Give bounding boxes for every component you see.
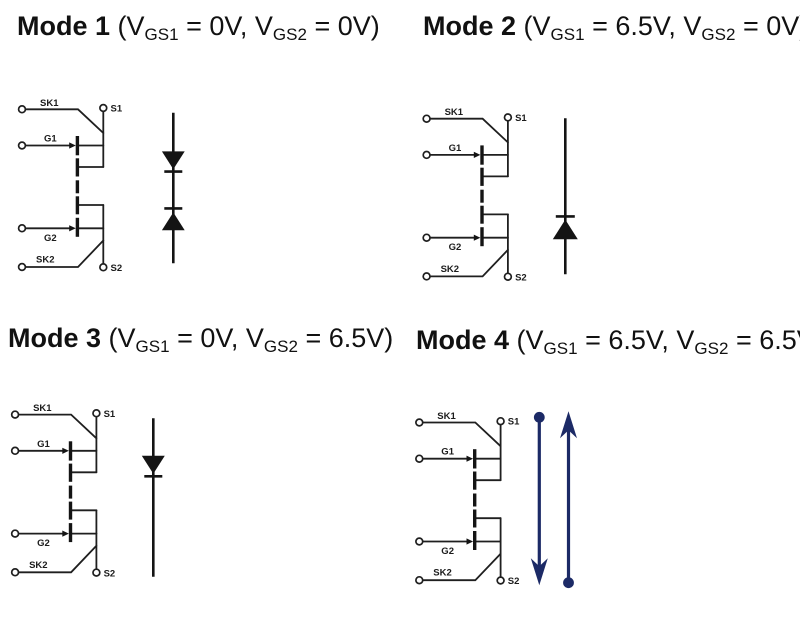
up-arrowhead bbox=[560, 411, 577, 439]
mode4-bidirectional-arrows-icon bbox=[530, 411, 577, 589]
mode1-title: Mode 1 (VGS1 = 0V, VGS2 = 0V) bbox=[17, 11, 380, 44]
mode1-switch-schematic bbox=[16, 96, 125, 276]
diode-up-triangle bbox=[161, 212, 185, 231]
down-arrow-origin-dot bbox=[533, 411, 545, 423]
mode2-title: Mode 2 (VGS1 = 6.5V, VGS2 = 0V) bbox=[423, 11, 800, 44]
up-arrow-origin-dot bbox=[563, 577, 574, 589]
mode2-diode-up-icon bbox=[552, 118, 578, 275]
mode4-title: Mode 4 (VGS1 = 6.5V, VGS2 = 6.5V) bbox=[416, 325, 800, 358]
mode4-switch-schematic bbox=[414, 409, 522, 589]
mode3-diode-down-icon bbox=[141, 418, 165, 577]
diode-down-triangle bbox=[161, 151, 185, 170]
mode3-title: Mode 3 (VGS1 = 0V, VGS2 = 6.5V) bbox=[8, 323, 394, 356]
mode1-antiseries-diodes-icon bbox=[161, 112, 185, 264]
diode-up-triangle bbox=[552, 219, 578, 240]
down-arrowhead bbox=[530, 558, 548, 586]
mode2-switch-schematic bbox=[421, 105, 530, 286]
mode3-switch-schematic bbox=[10, 401, 118, 581]
diode-down-triangle bbox=[141, 455, 165, 474]
